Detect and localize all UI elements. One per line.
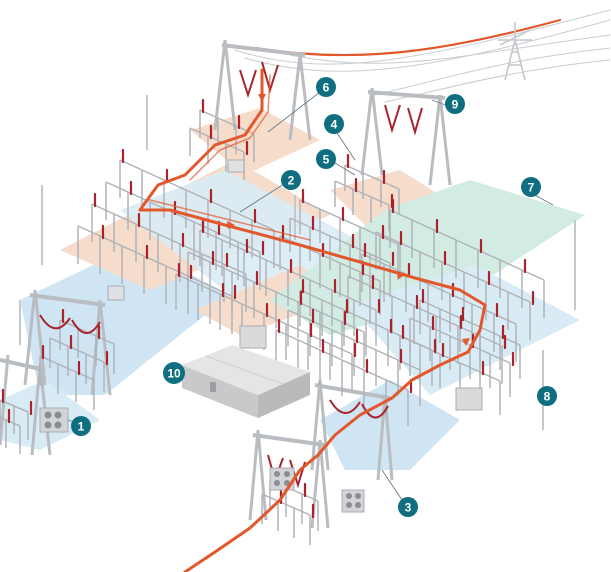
- marker-layer: 1 2 3 4 5 6 7 8 9 10: [71, 77, 557, 517]
- insulator-array: [1, 98, 535, 519]
- marker-8: 8: [537, 386, 557, 406]
- equipment-boxes: [39, 159, 483, 513]
- gantries: [0, 39, 452, 529]
- cabinet-right: [455, 387, 483, 411]
- marker-label: 2: [288, 174, 295, 188]
- marker-circle: [163, 362, 185, 384]
- ground-zones: [0, 108, 585, 470]
- marker-label: 7: [528, 181, 535, 195]
- marker-label: 3: [405, 501, 412, 515]
- marker-10: 10: [163, 362, 185, 384]
- zone-blue-left: [20, 245, 230, 395]
- transformer-left: [39, 407, 69, 433]
- zone-peach-top: [190, 108, 320, 175]
- lightning-masts: [19, 95, 576, 430]
- marker-2: 2: [281, 170, 301, 190]
- marker-1: 1: [71, 416, 91, 436]
- zone-blue-bottom: [320, 380, 460, 470]
- marker-circle: [281, 170, 301, 190]
- cabinet-top: [227, 159, 245, 173]
- marker-label: 4: [331, 118, 338, 132]
- transformer-bottom-left: [269, 467, 295, 491]
- zone-peach-right: [330, 170, 440, 225]
- overhead-lines: [234, 9, 611, 103]
- marker-circle: [398, 497, 418, 517]
- marker-circle: [521, 177, 541, 197]
- marker-circle: [445, 94, 465, 114]
- marker-circle: [316, 149, 336, 169]
- marker-circle: [324, 114, 344, 134]
- marker-circle: [537, 386, 557, 406]
- marker-label: 8: [544, 390, 551, 404]
- control-building: [182, 345, 310, 418]
- cabinet-center: [239, 325, 267, 349]
- marker-6: 6: [316, 77, 336, 97]
- marker-label: 9: [452, 98, 459, 112]
- marker-3: 3: [398, 497, 418, 517]
- marker-label: 1: [78, 420, 85, 434]
- marker-label: 10: [167, 367, 181, 381]
- marker-circle: [316, 77, 336, 97]
- marker-5: 5: [316, 149, 336, 169]
- conductor-loops: [39, 61, 423, 489]
- transformer-bottom-right: [341, 489, 365, 513]
- transmission-tower: [498, 22, 532, 81]
- power-flow-path: [138, 68, 487, 572]
- marker-circle: [71, 416, 91, 436]
- marker-label: 5: [323, 153, 330, 167]
- marker-label: 6: [323, 81, 330, 95]
- marker-7: 7: [521, 177, 541, 197]
- marker-9: 9: [445, 94, 465, 114]
- marker-4: 4: [324, 114, 344, 134]
- cabinet-left: [107, 285, 125, 301]
